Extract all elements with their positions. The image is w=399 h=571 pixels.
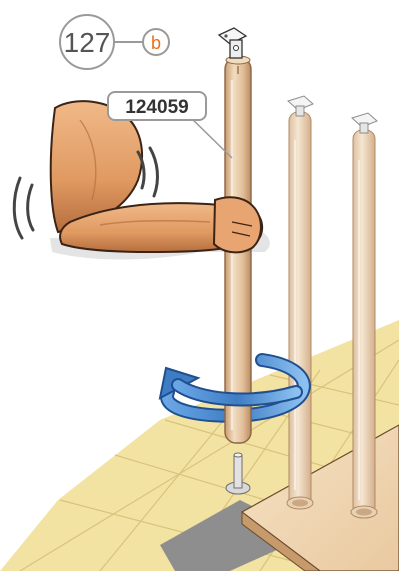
table-leg-background-right (351, 130, 377, 518)
part-code-label: 124059 (125, 97, 188, 118)
step-badge: 127 b (60, 15, 169, 69)
leg-bracket-background-right (352, 113, 377, 133)
table-leg-background-left (287, 112, 313, 509)
step-substep-letter: b (151, 33, 161, 53)
step-number: 127 (64, 27, 111, 58)
leg-bracket-main (219, 28, 246, 58)
leg-bracket-background-left (288, 96, 313, 116)
